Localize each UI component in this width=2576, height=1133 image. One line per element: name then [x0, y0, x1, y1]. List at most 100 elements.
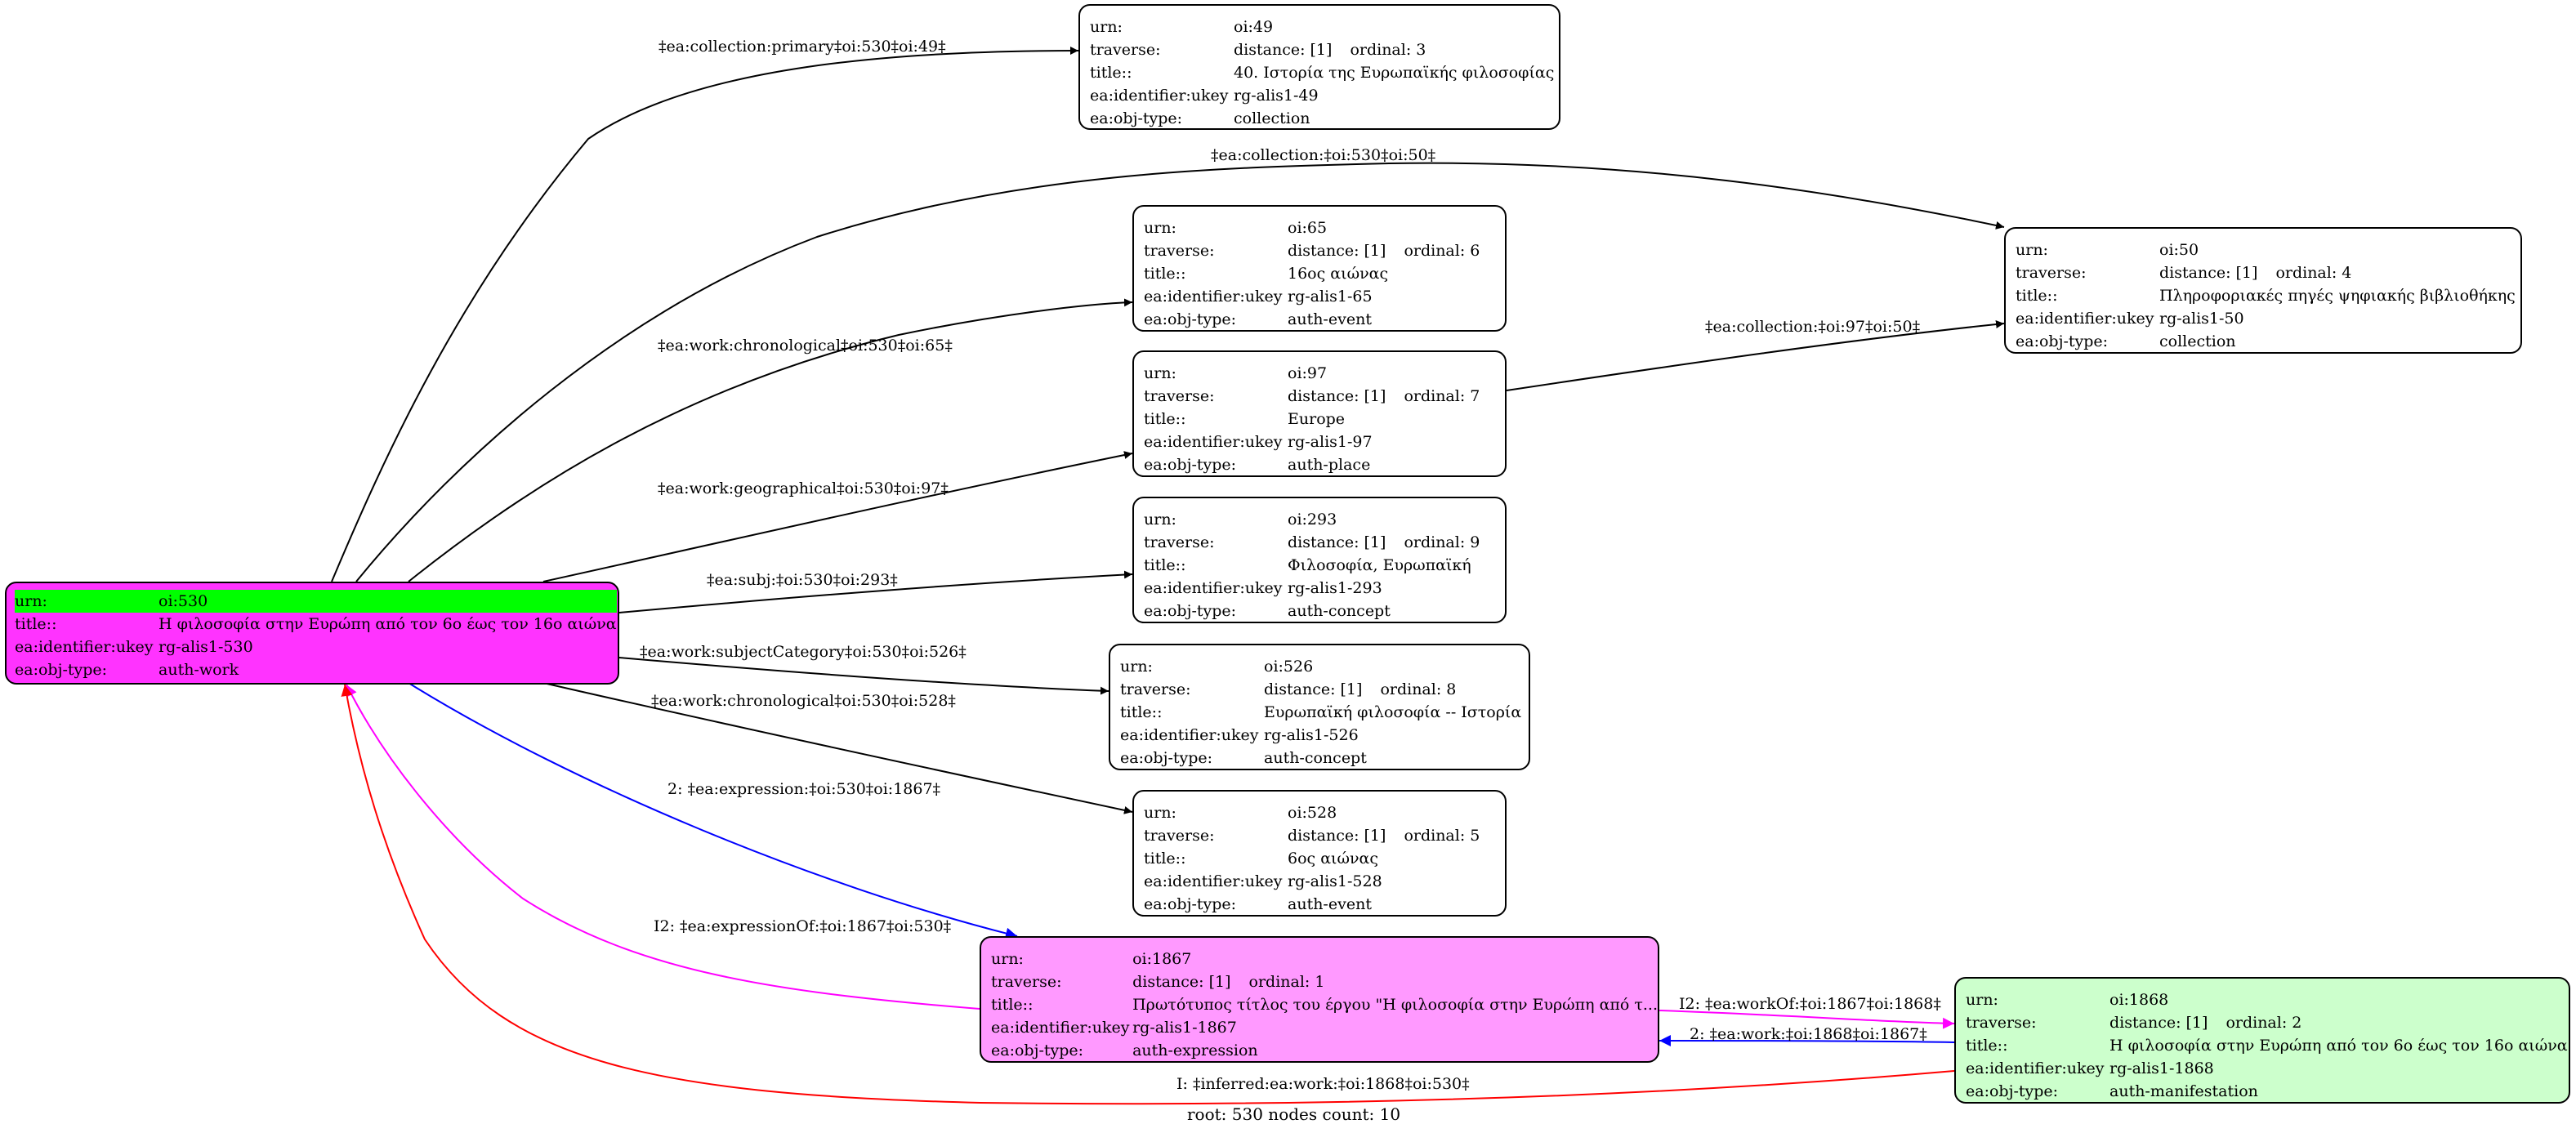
key-urn: urn: — [1144, 804, 1176, 822]
edge-97-50 — [1506, 320, 2005, 391]
key-objtype: ea:obj-type: — [1144, 602, 1237, 620]
node-oi-97[interactable]: urn:oi:97 traverse:distance: [1]ordinal:… — [1132, 350, 1507, 477]
value-urn: oi:526 — [1264, 658, 1314, 676]
edge-label-1867-530: I2: ‡ea:expressionOf:‡oi:1867‡oi:530‡ — [654, 917, 951, 935]
key-title: title:: — [15, 615, 57, 633]
node-oi-65[interactable]: urn:oi:65 traverse:distance: [1]ordinal:… — [1132, 205, 1507, 332]
value-ukey: rg-alis1-530 — [158, 638, 253, 656]
node-header-row: urn: oi:530 — [15, 590, 617, 613]
edge-label-1868-1867: 2: ‡ea:work:‡oi:1868‡oi:1867‡ — [1690, 1025, 1927, 1043]
value-title: Η φιλοσοφία στην Ευρώπη από τον 6ο έως τ… — [2109, 1037, 2568, 1055]
key-traverse: traverse: — [1120, 680, 1191, 698]
value-title: Πληροφοριακές πηγές ψηφιακής βιβλιοθήκης — [2159, 287, 2516, 305]
edge-530-50 — [355, 162, 2005, 582]
edge-1868-530 — [341, 684, 1955, 1105]
key-traverse: traverse: — [1090, 41, 1161, 59]
key-ukey: ea:identifier:ukey — [1144, 288, 1283, 306]
edge-530-97 — [542, 451, 1133, 582]
node-oi-526[interactable]: urn: oi:526 traverse: distance: [1]ordinal… — [1109, 644, 1530, 770]
value-ukey: rg-alis1-528 — [1288, 872, 1382, 890]
value-urn: oi:293 — [1288, 511, 1337, 529]
key-title: title:: — [1144, 265, 1186, 283]
key-urn: urn: — [1090, 18, 1123, 36]
value-ukey: rg-alis1-1867 — [1132, 1019, 1237, 1037]
key-urn: urn: — [15, 592, 47, 610]
value-urn: oi:97 — [1288, 364, 1328, 382]
node-oi-1867[interactable]: urn:oi:1867 traverse:distance: [1]ordina… — [980, 936, 1659, 1063]
edge-530-49 — [331, 47, 1079, 582]
edge-label-530-65: ‡ea:work:chronological‡oi:530‡oi:65‡ — [658, 337, 953, 355]
node-oi-49[interactable]: urn: oi:49 traverse: distance: [1]ordinal:… — [1078, 4, 1560, 130]
key-ukey: ea:identifier:ukey — [1120, 726, 1259, 744]
key-ukey: ea:identifier:ukey — [1144, 433, 1283, 451]
value-objtype: collection — [1234, 109, 1310, 127]
value-traverse: distance: [1]ordinal: 3 — [1234, 41, 1426, 59]
value-ukey: rg-alis1-97 — [1288, 433, 1373, 451]
key-objtype: ea:obj-type: — [991, 1042, 1084, 1059]
value-title: Η φιλοσοφία στην Ευρώπη από τον 6ο έως τ… — [158, 615, 617, 633]
value-urn: oi:528 — [1288, 804, 1337, 822]
value-title: Europe — [1288, 410, 1346, 428]
edge-label-530-49: ‡ea:collection:primary‡oi:530‡oi:49‡ — [659, 38, 946, 56]
key-objtype: ea:obj-type: — [1120, 749, 1213, 767]
node-oi-530[interactable]: urn: oi:530 title::Η φιλοσοφία στην Ευρώ… — [5, 582, 619, 685]
node-oi-50[interactable]: urn:oi:50 traverse:distance: [1]ordinal:… — [2004, 227, 2522, 354]
key-urn: urn: — [2016, 241, 2048, 259]
edge-label-1868-530: I: ‡inferred:ea:work:‡oi:1868‡oi:530‡ — [1176, 1075, 1470, 1093]
key-title: title:: — [1144, 556, 1186, 574]
key-urn: urn: — [1120, 658, 1153, 676]
edge-530-293 — [618, 570, 1133, 613]
edge-label-530-528: ‡ea:work:chronological‡oi:530‡oi:528‡ — [651, 692, 956, 710]
key-urn: urn: — [1144, 364, 1176, 382]
key-objtype: ea:obj-type: — [1090, 109, 1183, 127]
edge-label-1867-1868: I2: ‡ea:workOf:‡oi:1867‡oi:1868‡ — [1679, 995, 1941, 1013]
value-title: Φιλοσοφία, Ευρωπαϊκή — [1288, 556, 1471, 574]
node-oi-1868[interactable]: urn:oi:1868 traverse:distance: [1]ordina… — [1954, 977, 2570, 1104]
key-ukey: ea:identifier:ukey — [1144, 872, 1283, 890]
value-objtype: auth-concept — [1288, 602, 1391, 620]
value-urn: oi:50 — [2159, 241, 2199, 259]
value-ukey: rg-alis1-50 — [2159, 310, 2244, 328]
value-title: 6ος αιώνας — [1288, 850, 1379, 868]
edge-530-65 — [408, 298, 1133, 582]
key-traverse: traverse: — [1144, 387, 1215, 405]
node-oi-293[interactable]: urn: oi:293 traverse: distance: [1]ordinal… — [1132, 497, 1507, 623]
value-traverse: distance: [1]ordinal: 1 — [1132, 973, 1325, 991]
key-ukey: ea:identifier:ukey — [1144, 579, 1283, 597]
key-ukey: ea:identifier:ukey — [15, 638, 154, 656]
value-title: 16ος αιώνας — [1288, 265, 1389, 283]
value-traverse: distance: [1]ordinal: 9 — [1288, 533, 1480, 551]
edge-label-97-50: ‡ea:collection:‡oi:97‡oi:50‡ — [1705, 318, 1920, 336]
key-urn: urn: — [1144, 219, 1176, 237]
value-objtype: auth-concept — [1264, 749, 1367, 767]
key-title: title:: — [1090, 64, 1132, 82]
value-ukey: rg-alis1-1868 — [2109, 1059, 2214, 1077]
edge-1867-530 — [346, 684, 980, 1010]
key-urn: urn: — [1144, 511, 1176, 529]
key-ukey: ea:identifier:ukey — [991, 1019, 1130, 1037]
value-traverse: distance: [1]ordinal: 2 — [2109, 1014, 2302, 1032]
node-oi-528[interactable]: urn:oi:528 traverse:distance: [1]ordinal… — [1132, 790, 1507, 917]
key-title: title:: — [1120, 703, 1163, 721]
key-objtype: ea:obj-type: — [1144, 895, 1237, 913]
key-ukey: ea:identifier:ukey — [2016, 310, 2154, 328]
key-urn: urn: — [991, 950, 1024, 968]
key-traverse: traverse: — [1144, 533, 1215, 551]
edge-label-530-293: ‡ea:subj:‡oi:530‡oi:293‡ — [707, 571, 898, 589]
value-urn: oi:530 — [158, 592, 208, 610]
value-objtype: auth-manifestation — [2109, 1082, 2258, 1100]
value-urn: oi:49 — [1234, 18, 1274, 36]
edge-530-526 — [618, 657, 1109, 695]
key-traverse: traverse: — [991, 973, 1062, 991]
value-traverse: distance: [1]ordinal: 8 — [1264, 680, 1457, 698]
key-title: title:: — [2016, 287, 2058, 305]
edge-label-530-97: ‡ea:work:geographical‡oi:530‡oi:97‡ — [658, 480, 949, 497]
key-ukey: ea:identifier:ukey — [1966, 1059, 2105, 1077]
value-objtype: auth-expression — [1132, 1042, 1258, 1059]
key-title: title:: — [1966, 1037, 2008, 1055]
edge-530-528 — [542, 682, 1133, 814]
value-urn: oi:65 — [1288, 219, 1328, 237]
key-objtype: ea:obj-type: — [1144, 456, 1237, 474]
key-traverse: traverse: — [1144, 827, 1215, 845]
value-traverse: distance: [1]ordinal: 6 — [1288, 242, 1480, 260]
